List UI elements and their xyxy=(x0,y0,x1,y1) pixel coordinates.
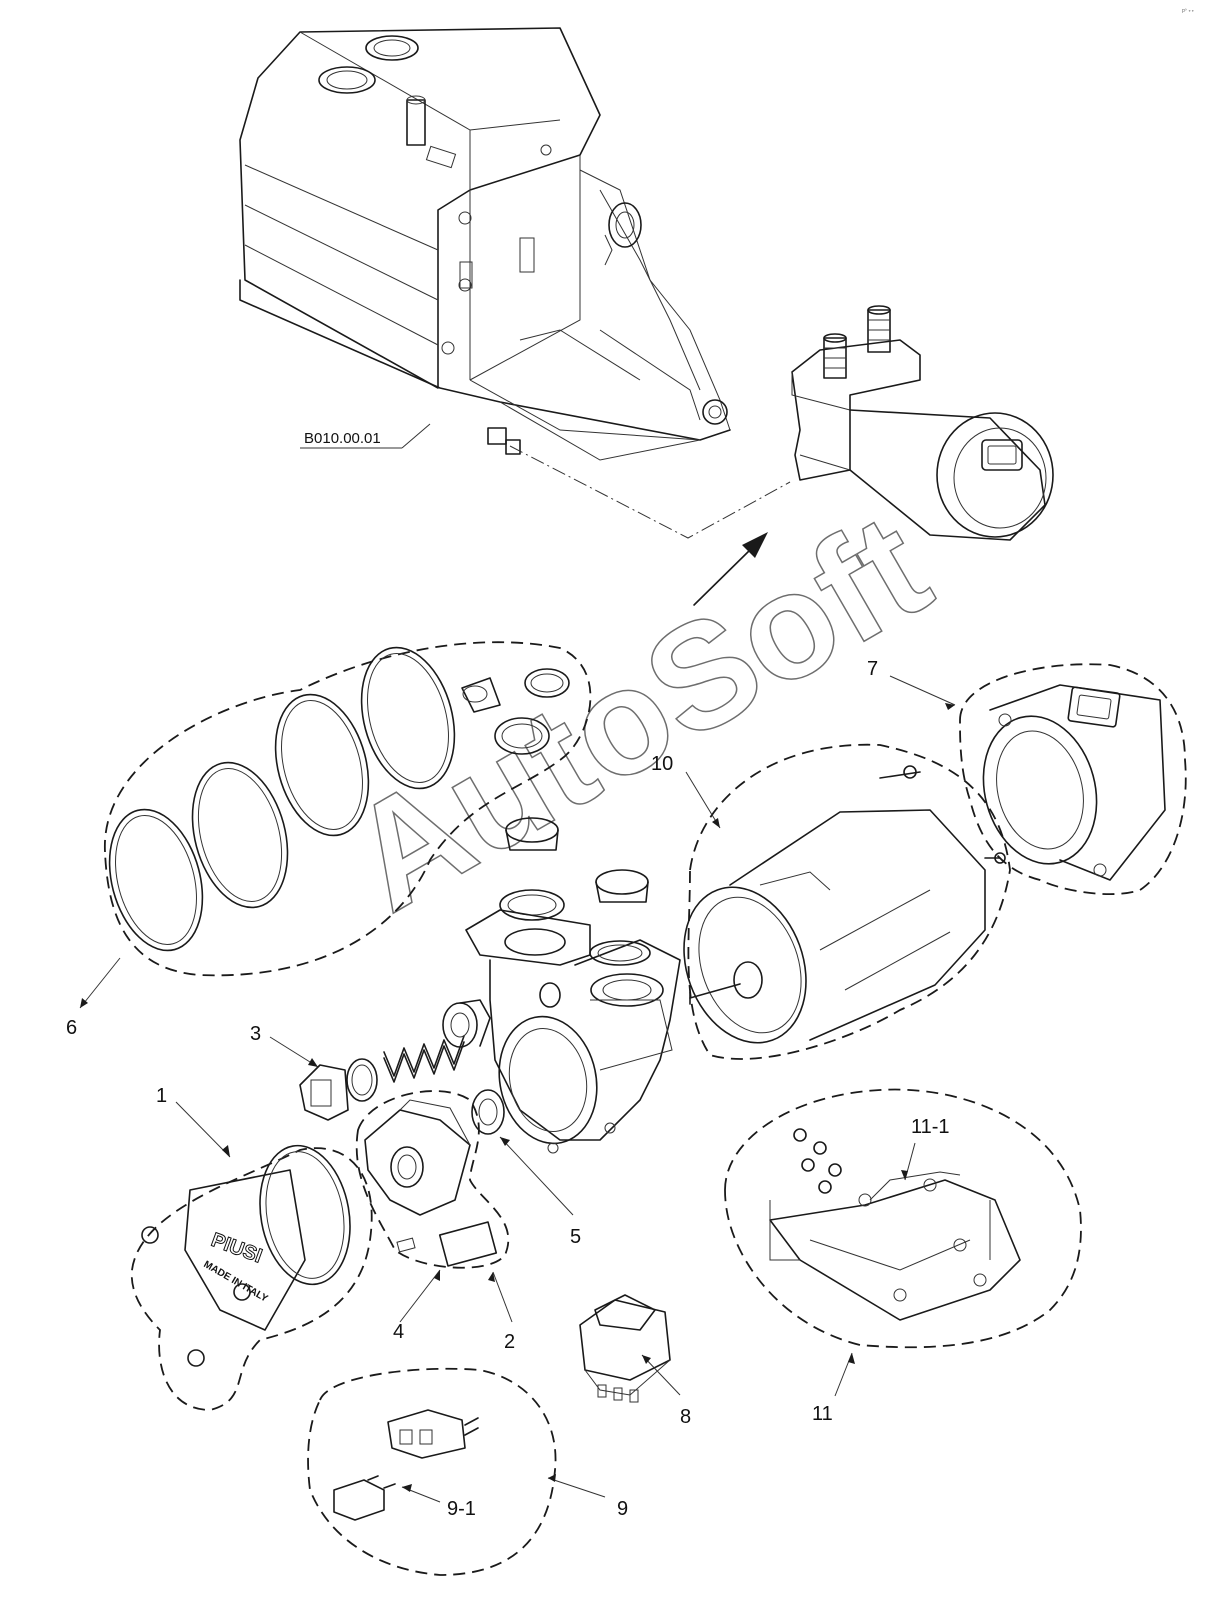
valve-parts xyxy=(299,999,505,1135)
fuse-group xyxy=(307,1367,557,1576)
motor-group xyxy=(683,743,1011,1060)
callout-9-1: 9-1 xyxy=(447,1498,476,1520)
callout-11: 11 xyxy=(812,1403,833,1425)
pump-logo-brand: PIUSI xyxy=(208,1229,265,1268)
callout-7: 7 xyxy=(867,658,878,680)
callout-4: 4 xyxy=(393,1321,404,1343)
bracket-group xyxy=(724,1088,1082,1349)
rotor-group xyxy=(355,1090,510,1269)
pump-assembly-detail xyxy=(791,305,1054,541)
machine-body xyxy=(239,27,731,461)
callout-10: 10 xyxy=(651,753,673,775)
rocker-switch xyxy=(579,1294,671,1403)
reference-leader: B010.00.01 xyxy=(300,423,791,539)
view-arrow xyxy=(693,532,768,606)
pump-body xyxy=(465,817,681,1154)
corner-mark: pº ∘∘ xyxy=(1182,8,1194,14)
callout-1: 1 xyxy=(156,1085,167,1107)
oring-kit-group xyxy=(104,641,592,977)
cover-group: PIUSI MADE IN ITALY xyxy=(130,1144,373,1411)
callout-labels: 1 2 3 4 5 6 7 8 9 9-1 10 11 11-1 xyxy=(66,658,950,1520)
callout-11-1: 11-1 xyxy=(911,1116,950,1138)
callout-6: 6 xyxy=(66,1017,77,1039)
endcap-group xyxy=(959,663,1187,896)
reference-label: B010.00.01 xyxy=(304,430,381,447)
callout-8: 8 xyxy=(680,1406,691,1428)
callout-5: 5 xyxy=(570,1226,581,1248)
callout-leaders xyxy=(79,675,956,1503)
callout-2: 2 xyxy=(504,1331,515,1353)
callout-9: 9 xyxy=(617,1498,628,1520)
callout-3: 3 xyxy=(250,1023,261,1045)
